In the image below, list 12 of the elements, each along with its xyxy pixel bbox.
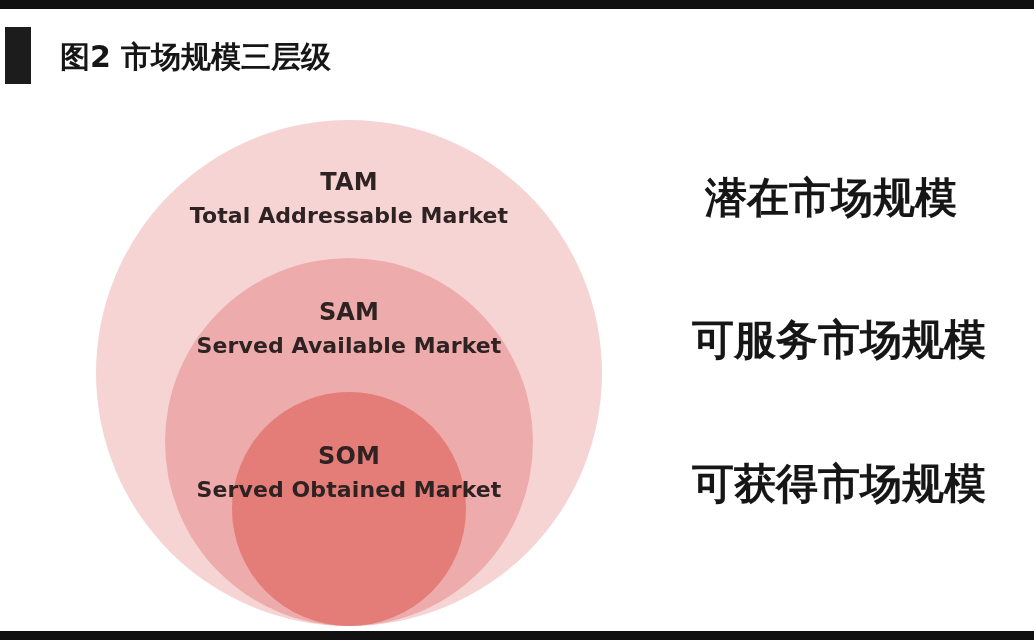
circle-label: Total Addressable Market: [189, 203, 509, 229]
circle-label: Served Available Market: [196, 333, 502, 359]
circle-heading: SAM: [319, 298, 379, 326]
side-label: 潜在市场规模: [705, 173, 957, 223]
circle-label: Served Obtained Market: [196, 477, 502, 503]
side-label: 可获得市场规模: [692, 459, 986, 509]
market-circle: [96, 120, 602, 626]
circle-heading: TAM: [320, 168, 378, 196]
market-circle: [165, 258, 533, 626]
side-label: 可服务市场规模: [692, 315, 986, 365]
circle-heading: SOM: [318, 442, 380, 470]
title: 图2 市场规模三层级: [60, 39, 332, 75]
